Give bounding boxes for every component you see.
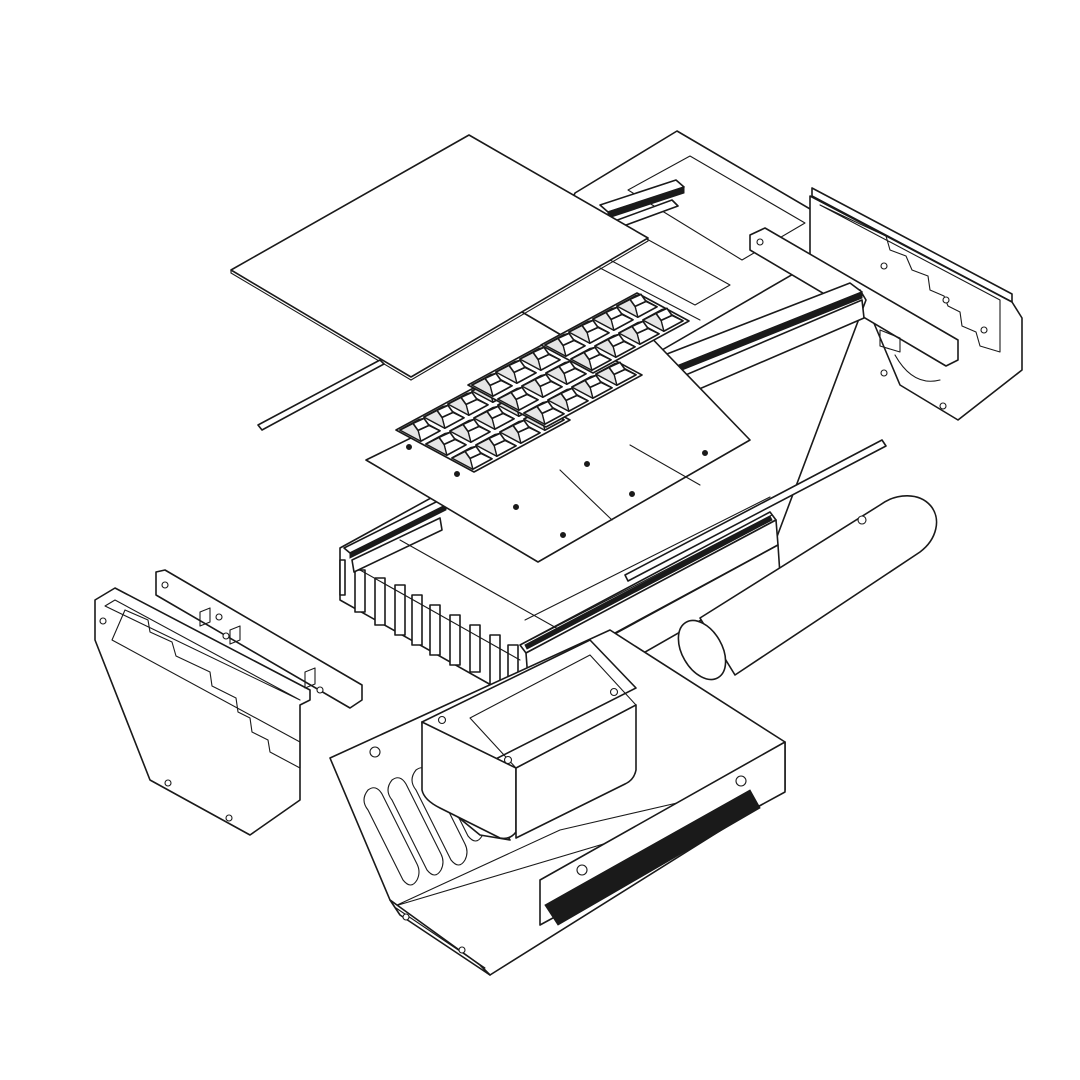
led-lens <box>568 319 610 345</box>
led-lens <box>451 445 493 471</box>
led-lens <box>423 404 465 430</box>
led-lens <box>447 391 489 417</box>
end-plate-left <box>155 569 363 709</box>
led-module <box>395 292 690 473</box>
led-lens <box>475 432 517 458</box>
cover-sheet <box>230 134 649 381</box>
led-lens <box>594 333 636 359</box>
driver-box <box>421 639 637 841</box>
thin-strip-left <box>257 359 385 431</box>
led-lens <box>449 418 491 444</box>
led-lens <box>618 320 660 346</box>
led-module-base <box>540 292 690 374</box>
led-lens <box>519 346 561 372</box>
led-lens <box>521 373 563 399</box>
led-lens <box>616 293 658 319</box>
led-lens <box>523 400 565 426</box>
led-lens <box>570 346 612 372</box>
led-lens <box>545 360 587 386</box>
end-cap-right <box>809 187 1023 421</box>
led-lens <box>425 431 467 457</box>
led-lens <box>547 387 589 413</box>
mounting-pipe <box>677 494 938 681</box>
thin-strip-right <box>624 439 887 582</box>
led-lens <box>592 306 634 332</box>
led-lens <box>473 405 515 431</box>
led-lens <box>495 359 537 385</box>
led-lens <box>571 374 613 400</box>
led-lens <box>499 419 541 445</box>
led-lens <box>497 386 539 412</box>
end-cap-left <box>94 587 311 836</box>
led-lens <box>471 372 513 398</box>
led-lens <box>595 361 637 387</box>
led-lens <box>642 307 684 333</box>
led-lens <box>544 332 586 358</box>
led-lens <box>399 417 441 443</box>
